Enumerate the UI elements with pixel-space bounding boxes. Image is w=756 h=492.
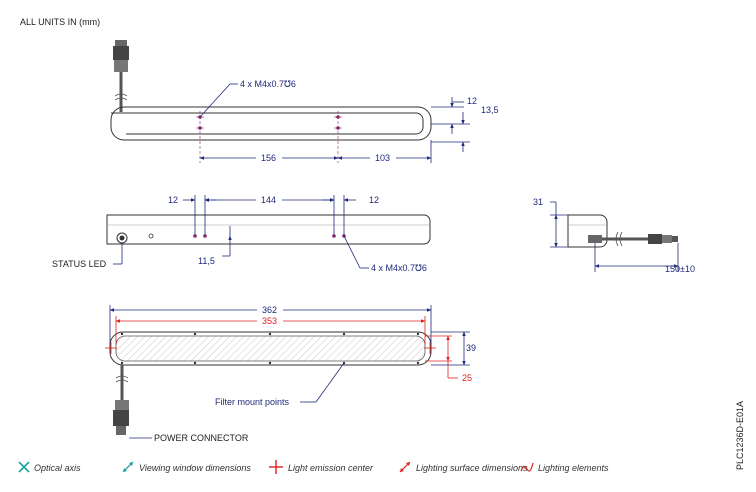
filter-mount-point — [193, 332, 197, 336]
status-led-label: STATUS LED — [52, 259, 107, 269]
filter-mount-point — [342, 332, 346, 336]
legend: Optical axis Viewing window dimensions L… — [18, 460, 609, 474]
bottom-view: 362 353 39 25 Filter mount points — [105, 304, 476, 443]
dim-353: 353 — [262, 316, 277, 326]
top-hole-callout: 4 x M4x0.7℧6 — [240, 79, 296, 89]
dim-12-top: 12 — [467, 96, 477, 106]
part-number: PLC1236D-E01A — [735, 401, 745, 470]
light-emission-center-icon — [269, 460, 283, 474]
dim-31: 31 — [533, 197, 543, 207]
lighting-surface-icon — [399, 461, 411, 473]
dim-103: 103 — [375, 153, 390, 163]
dim-13-5: 13,5 — [481, 105, 499, 115]
legend-lighting-elements: Lighting elements — [538, 463, 609, 473]
filter-mount-point — [268, 361, 272, 365]
legend-viewing-window: Viewing window dimensions — [139, 463, 251, 473]
filter-mount-point — [120, 361, 124, 365]
dim-150: 150±10 — [665, 264, 695, 274]
filter-mount-label: Filter mount points — [215, 397, 290, 407]
bottom-housing — [109, 331, 432, 366]
viewing-window-icon — [122, 461, 134, 473]
dim-362: 362 — [262, 305, 277, 315]
top-view: 4 x M4x0.7℧6 12 13,5 156 103 — [110, 40, 499, 163]
filter-mount-point — [120, 332, 124, 336]
dim-144: 144 — [261, 195, 276, 205]
dim-12-side-left: 12 — [168, 195, 178, 205]
legend-optical-axis: Optical axis — [34, 463, 81, 473]
top-connector — [113, 40, 129, 112]
end-view: 31 150±10 — [533, 197, 695, 274]
power-connector-label: POWER CONNECTOR — [154, 433, 249, 443]
units-note: ALL UNITS IN (mm) — [20, 17, 100, 27]
top-housing — [110, 106, 432, 141]
filter-mount-point — [416, 361, 420, 365]
side-hole-callout: 4 x M4x0.7℧6 — [371, 263, 427, 273]
side-view: 12 144 12 11,5 STATUS LED 4 x M4x0.7℧6 — [52, 194, 431, 273]
dim-11-5: 11,5 — [198, 256, 215, 266]
legend-lighting-surface: Lighting surface dimensions — [416, 463, 528, 473]
dim-25: 25 — [462, 373, 472, 383]
optical-axis-icon — [18, 461, 30, 473]
power-connector — [113, 365, 129, 435]
legend-light-emission-center: Light emission center — [288, 463, 374, 473]
side-housing — [106, 214, 431, 245]
filter-mount-point — [268, 332, 272, 336]
filter-mount-point — [416, 332, 420, 336]
lighting-surface — [115, 335, 426, 362]
dim-156: 156 — [261, 153, 276, 163]
dim-39: 39 — [466, 343, 476, 353]
dim-12-side-right: 12 — [369, 195, 379, 205]
filter-mount-point — [193, 361, 197, 365]
lighting-elements-icon — [520, 462, 534, 472]
